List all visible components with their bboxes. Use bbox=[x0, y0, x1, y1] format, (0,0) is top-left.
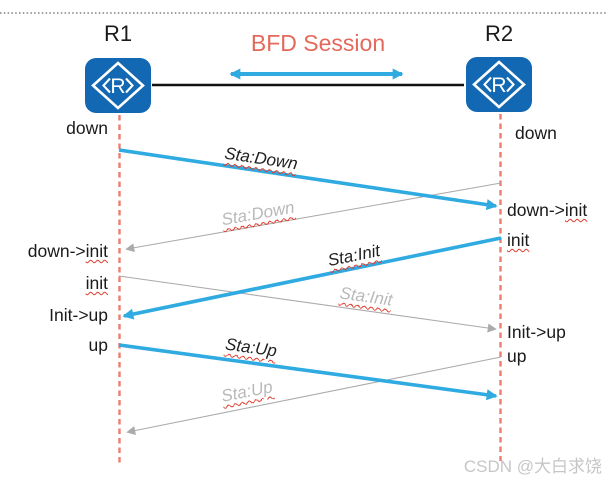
r2-state-init: init bbox=[507, 229, 529, 251]
r2-label: R2 bbox=[484, 21, 514, 46]
state-text: down-> bbox=[27, 241, 86, 261]
state-text: Init->up bbox=[49, 305, 108, 325]
message-line-sta-down-blue bbox=[118, 148, 498, 211]
state-text-squiggle: init bbox=[85, 273, 108, 293]
message-line-sta-up-blue bbox=[118, 343, 498, 401]
r1-icon-letter: R bbox=[110, 75, 125, 98]
state-text-squiggle: init bbox=[564, 200, 588, 220]
r1-label: R1 bbox=[103, 21, 133, 46]
state-text: Init->up bbox=[507, 322, 566, 342]
state-text: up bbox=[507, 346, 527, 366]
r1-state-init-up: Init->up bbox=[49, 304, 108, 326]
state-text-squiggle: init bbox=[85, 241, 108, 261]
watermark: CSDN @大白求饶 bbox=[463, 457, 602, 476]
r1-state-init: init bbox=[86, 272, 108, 294]
state-text-squiggle: init bbox=[507, 230, 530, 250]
message-line-sta-up-gray bbox=[126, 356, 502, 435]
r1-router-icon: R bbox=[85, 58, 151, 118]
state-text: down bbox=[515, 123, 557, 143]
r2-state-down: down bbox=[515, 122, 557, 144]
r1-state-up: up bbox=[89, 334, 108, 356]
r2-icon-letter: R bbox=[491, 74, 506, 97]
r1-state-down: down bbox=[66, 117, 108, 139]
message-line-sta-init-gray bbox=[118, 275, 497, 333]
state-text: down bbox=[66, 118, 108, 138]
state-text: up bbox=[88, 335, 108, 355]
r2-state-down-init: down->init bbox=[507, 199, 587, 221]
state-text: down-> bbox=[507, 200, 565, 220]
message-line-sta-init-blue bbox=[122, 236, 502, 320]
r2-router-icon: R bbox=[466, 57, 532, 117]
r2-state-init-up: Init->up bbox=[507, 321, 566, 343]
r2-state-up: up bbox=[507, 345, 526, 367]
diagram-title: BFD Session bbox=[250, 30, 386, 56]
r1-state-down-init: down->init bbox=[28, 240, 108, 262]
message-line-sta-down-gray bbox=[125, 182, 502, 253]
